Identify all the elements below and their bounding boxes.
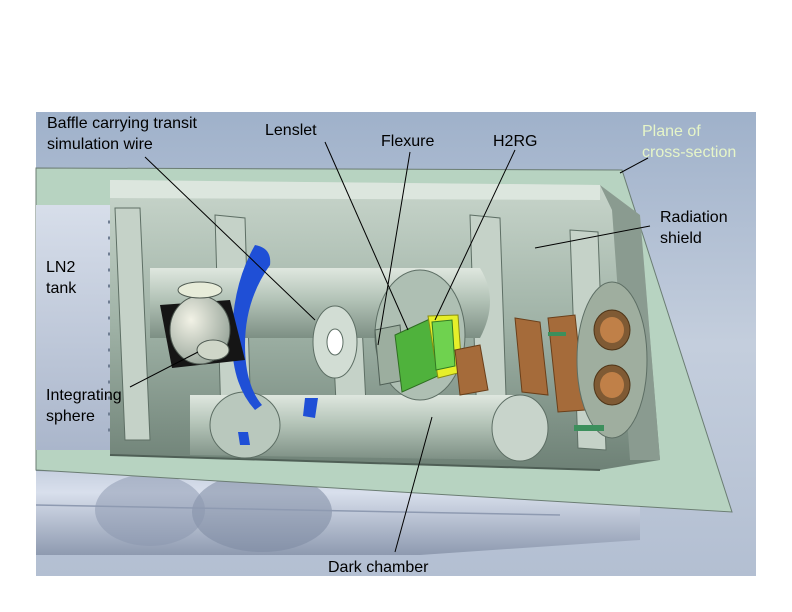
detector-stack: [374, 269, 466, 401]
copper-thermal-straps: [454, 314, 586, 413]
baffle-label-line-2: simulation wire: [47, 136, 153, 153]
integrating-sphere-assembly: [160, 281, 245, 368]
plane-label-line-1: Plane of: [642, 123, 701, 140]
rear-window-flange: [548, 281, 648, 439]
ln2-tank-label-line-1: LN2: [46, 259, 75, 276]
h2rg-label: H2RG: [493, 133, 537, 150]
lenslet-leader: [324, 141, 409, 331]
dark-chamber-label: Dark chamber: [328, 559, 429, 576]
integrating-sphere-label-line-1: Integrating: [46, 387, 122, 404]
integrating-sphere-label: Integrating sphere: [46, 387, 126, 425]
radiation-shield-label-line-1: Radiation: [660, 209, 728, 226]
integrating-sphere-label-line-2: sphere: [46, 408, 95, 425]
radiation-shield-label: Radiation shield: [660, 209, 732, 247]
ln2-tank-label-line-2: tank: [46, 280, 77, 297]
dark-chamber-tube: [190, 391, 549, 462]
flexure-label: Flexure: [381, 133, 434, 150]
ln2-tank-label: LN2 tank: [46, 259, 80, 297]
dark-chamber-leader: [394, 416, 433, 553]
radiation-shield-label-line-2: shield: [660, 230, 702, 247]
plane-leader: [619, 157, 649, 174]
plane-label-line-2: cross-section: [642, 144, 736, 161]
leader-lines: [129, 141, 651, 553]
baffle-leader: [144, 156, 316, 321]
baffle-label-line-1: Baffle carrying transit: [47, 115, 198, 132]
flexure-leader: [377, 151, 411, 346]
plane-label: Plane of cross-section: [642, 123, 736, 161]
integrating-sphere-leader: [129, 351, 199, 388]
baffle-label: Baffle carrying transit simulation wire: [47, 115, 201, 153]
lenslet-label: Lenslet: [265, 122, 317, 139]
h2rg-leader: [434, 149, 516, 321]
radiation-shield-leader: [534, 225, 651, 249]
blue-seal-ring: [232, 245, 318, 445]
ln2-tank-body: [36, 205, 110, 450]
